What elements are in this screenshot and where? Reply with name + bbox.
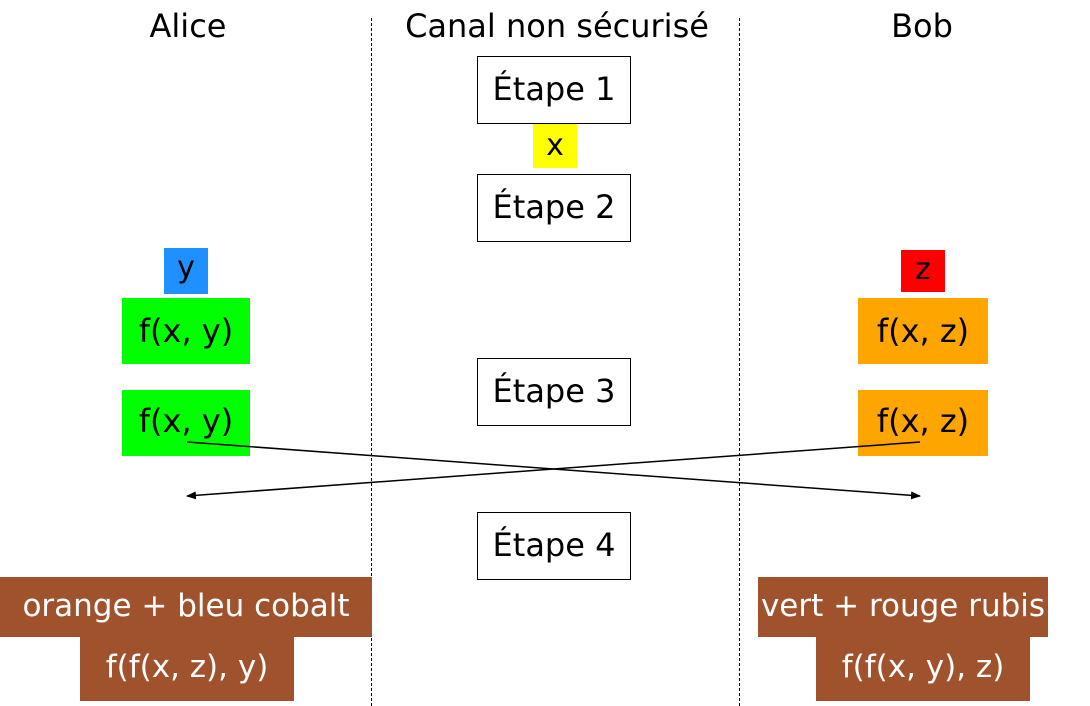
public-value-x: x: [533, 124, 577, 168]
alice-mixed-before: f(x, y): [122, 298, 250, 364]
step-2: Étape 2: [477, 174, 631, 242]
bob-mixed-before: f(x, z): [858, 298, 988, 364]
divider-left: [371, 18, 372, 706]
arrow-bob-to-alice: [186, 441, 921, 500]
bob-result-formula: f(f(x, y), z): [816, 637, 1030, 701]
heading-channel: Canal non sécurisé: [405, 7, 709, 45]
step-4: Étape 4: [477, 512, 631, 580]
heading-bob: Bob: [891, 7, 953, 45]
alice-result-formula: f(f(x, z), y): [80, 637, 294, 701]
step-3: Étape 3: [477, 358, 631, 426]
alice-result-colors: orange + bleu cobalt: [0, 577, 372, 637]
heading-alice: Alice: [149, 7, 227, 45]
alice-secret-y: y: [164, 248, 208, 294]
divider-right: [739, 18, 740, 706]
bob-secret-z: z: [901, 250, 945, 292]
step-1: Étape 1: [477, 56, 631, 124]
bob-result-colors: vert + rouge rubis: [758, 577, 1048, 637]
